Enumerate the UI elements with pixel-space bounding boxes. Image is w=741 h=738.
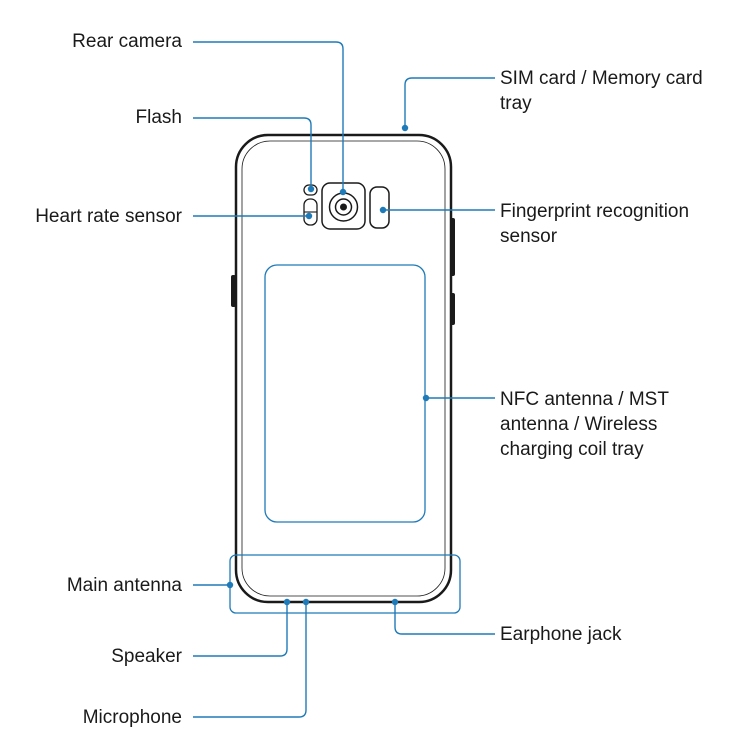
dot-nfc [422, 394, 430, 402]
dot-rear-camera [339, 188, 347, 196]
label-nfc-line2: antenna / Wireless [500, 414, 658, 435]
dot-flash [307, 185, 315, 193]
dot-sim-tray [401, 124, 409, 132]
leader-rear-camera [193, 41, 344, 192]
leader-microphone [193, 602, 307, 718]
dot-speaker [283, 598, 291, 606]
leader-flash [193, 117, 312, 189]
label-microphone: Microphone [82, 707, 182, 728]
label-speaker: Speaker [111, 646, 182, 667]
label-heart-rate-sensor: Heart rate sensor [35, 206, 182, 227]
camera-lens-center [340, 203, 347, 211]
leader-dots [226, 124, 430, 606]
dot-heart-rate [305, 212, 313, 220]
label-nfc-line1: NFC antenna / MST [500, 389, 669, 410]
dot-fingerprint [379, 206, 387, 214]
label-fingerprint: Fingerprint recognition sensor [500, 199, 689, 249]
leader-lines [193, 41, 495, 718]
label-nfc: NFC antenna / MST antenna / Wireless cha… [500, 387, 669, 462]
label-sim-tray-line1: SIM card / Memory card [500, 68, 703, 89]
label-sim-tray-line2: tray [500, 93, 532, 114]
label-fingerprint-line2: sensor [500, 226, 558, 247]
dot-main-antenna [226, 581, 234, 589]
label-nfc-line3: charging coil tray [500, 439, 644, 460]
fingerprint-sensor-shape [369, 186, 390, 229]
label-rear-camera: Rear camera [72, 31, 182, 52]
dot-microphone [302, 598, 310, 606]
leader-earphone-jack [394, 602, 495, 635]
dot-earphone-jack [391, 598, 399, 606]
label-fingerprint-line1: Fingerprint recognition [500, 201, 690, 222]
label-main-antenna: Main antenna [66, 575, 182, 596]
label-flash: Flash [135, 107, 182, 128]
nfc-coil-outline [264, 264, 426, 523]
leader-speaker [193, 602, 288, 657]
leader-sim-tray [404, 77, 495, 128]
label-sim-tray: SIM card / Memory card tray [500, 66, 703, 116]
label-earphone-jack: Earphone jack [500, 624, 622, 645]
